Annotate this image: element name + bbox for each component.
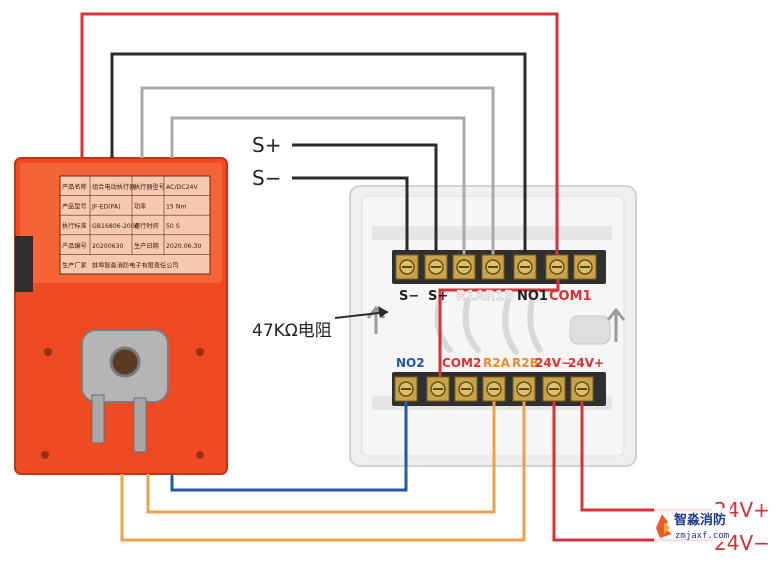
wires: [80, 12, 712, 542]
nameplate-cell: 运行时间: [134, 222, 159, 230]
watermark-site: zmjaxf.com: [675, 531, 729, 541]
label-s-minus: S−: [252, 166, 281, 190]
terminal-label-top: NO1: [517, 289, 548, 304]
terminal-screw-bottom: [454, 376, 478, 402]
terminal-label-top: R1A: [456, 289, 485, 304]
terminal-label-bottom: 24V+: [568, 356, 604, 370]
terminal-label-top: S+: [428, 289, 448, 304]
resistor-pointer: [334, 306, 389, 319]
terminal-screw-top: [424, 254, 448, 280]
nameplate-cell: 生产厂家: [62, 261, 87, 269]
wire-black-no1: [110, 52, 527, 262]
up-arrow-icon: [606, 307, 626, 342]
nameplate-cell: JF-ED(PA): [91, 204, 121, 211]
wire-red-jumper: [438, 278, 560, 388]
terminal-screw-bottom: [570, 376, 594, 402]
terminal-label-bottom: COM2: [442, 356, 481, 370]
nameplate-cell: 20200630: [92, 243, 124, 250]
terminal-screw-top: [452, 254, 476, 280]
nameplate-cell: 生产日期: [134, 242, 159, 250]
terminal-label-bottom: 24V−: [535, 356, 571, 370]
terminal-label-bottom: R2A: [483, 356, 511, 370]
wire-black-splus: [292, 143, 438, 262]
wire-gray-r1a: [170, 116, 466, 262]
label-resistor: 47KΩ电阻: [252, 321, 332, 341]
watermark: 智淼消防 zmjaxf.com: [654, 508, 730, 542]
nameplate-cell: 产品编号: [62, 242, 87, 250]
nameplate-cell: 执行器型号: [134, 183, 165, 191]
terminal-screw-bottom: [482, 376, 506, 402]
nameplate-cell: AC/DC24V: [166, 184, 198, 191]
terminal-screw-top: [545, 254, 569, 280]
wire-orange-r2b: [120, 388, 526, 542]
nameplate-cell: 功率: [134, 203, 146, 211]
wire-gray-r1b: [140, 86, 495, 262]
wire-orange-r2a: [146, 388, 496, 514]
terminal-screw-top: [395, 254, 419, 280]
wire-red-com1: [80, 12, 559, 262]
terminal-label-bottom: NO2: [396, 356, 425, 370]
nameplate-cell: 产品名称: [62, 183, 87, 191]
nameplate-cell: 产品型号: [62, 203, 87, 211]
watermark-brand: 智淼消防: [674, 512, 726, 528]
flame-logo-icon: [656, 514, 672, 538]
terminal-label-top: COM1: [549, 289, 592, 304]
nameplate-cell: GB16806-2006: [92, 223, 139, 230]
terminal-screw-bottom: [542, 376, 566, 402]
shaft-clamp: [81, 329, 169, 453]
label-s-plus: S+: [252, 133, 281, 157]
terminal-screw-bottom: [394, 376, 418, 402]
terminal-screw-bottom: [426, 376, 450, 402]
terminal-label-top: S−: [399, 289, 419, 304]
nameplate-cell: 执行标准: [62, 222, 87, 230]
terminal-screw-bottom: [512, 376, 536, 402]
nameplate-cell: 2020.06.30: [166, 243, 201, 250]
wire-blue-no2: [170, 388, 408, 492]
nameplate-cell: 组合电动执行器: [92, 183, 136, 191]
terminal-label-top: R1B: [485, 289, 514, 304]
terminal-label-bottom: R2B: [512, 356, 539, 370]
nameplate-cell: 蚌埠智淼消防电子有限责任公司: [92, 261, 179, 269]
wire-black-sminus: [292, 176, 409, 262]
terminal-screw-top: [513, 254, 537, 280]
nameplate-cell: 15 Nm: [166, 204, 187, 211]
terminal-screw-top: [481, 254, 505, 280]
nameplate-cell: 50 S: [166, 223, 180, 230]
terminal-screw-top: [573, 254, 597, 280]
